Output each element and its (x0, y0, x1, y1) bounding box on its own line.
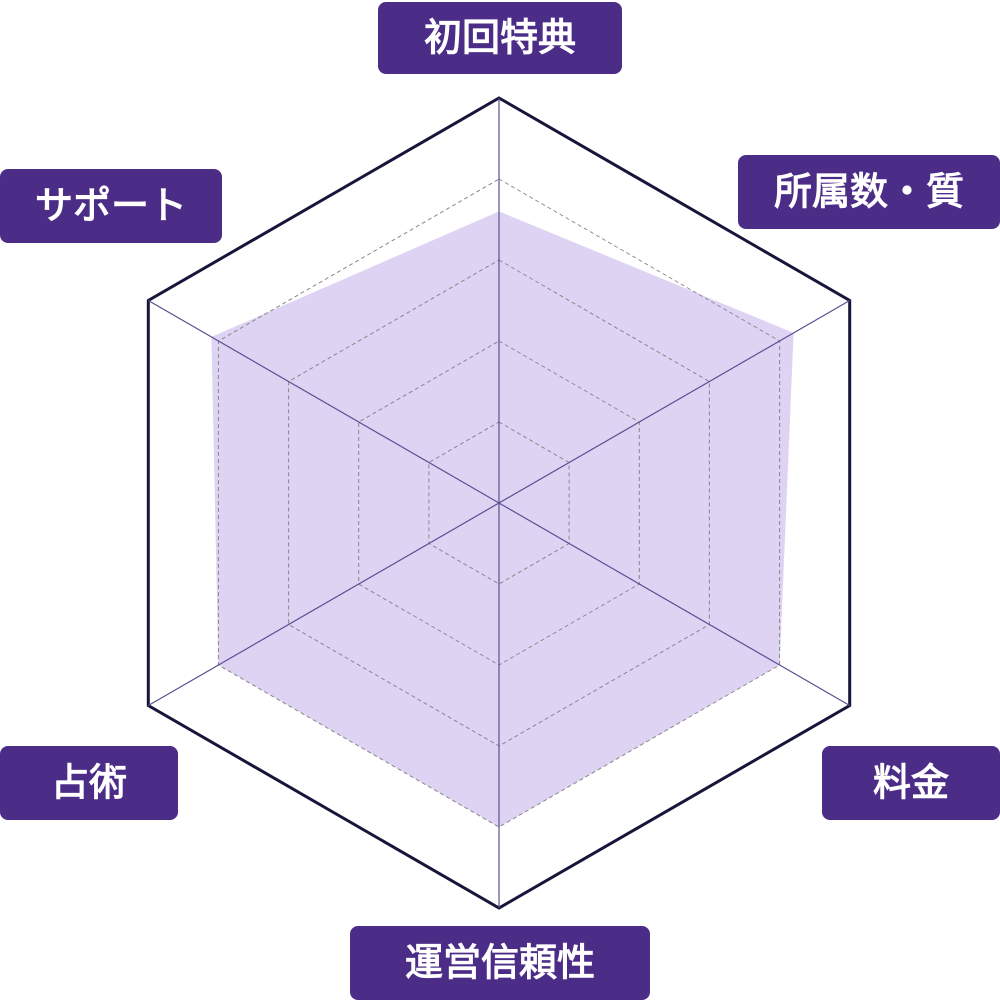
axis-label-1: 所属数・質 (738, 155, 1000, 229)
series-fill-layer (211, 211, 794, 828)
axis-label-text: 料金 (873, 761, 950, 805)
axis-label-text: サポート (35, 184, 187, 228)
axis-spoke-4 (147, 502, 500, 707)
axis-spoke-1 (498, 299, 851, 504)
axis-label-box (0, 169, 222, 243)
axis-spoke-2 (498, 502, 851, 707)
axis-label-5: サポート (0, 169, 222, 243)
axis-label-3: 運営信頼性 (350, 926, 650, 1000)
axis-label-0: 初回特典 (378, 2, 622, 74)
axis-label-text: 運営信頼性 (405, 941, 595, 985)
axis-label-box (738, 155, 1000, 229)
axis-label-2: 料金 (822, 746, 1000, 820)
axis-label-box (350, 926, 650, 1000)
axis-label-box (0, 746, 178, 820)
axis-label-box (378, 2, 622, 74)
axis-label-text: 占術 (51, 761, 127, 805)
series-polygon-0 (211, 211, 794, 827)
axis-label-box (822, 746, 1000, 820)
grid-layer (146, 96, 852, 910)
axis-label-4: 占術 (0, 746, 178, 820)
axis-spoke-5 (147, 299, 500, 504)
axis-label-text: 初回特典 (424, 16, 576, 60)
axis-label-text: 所属数・質 (774, 170, 964, 214)
